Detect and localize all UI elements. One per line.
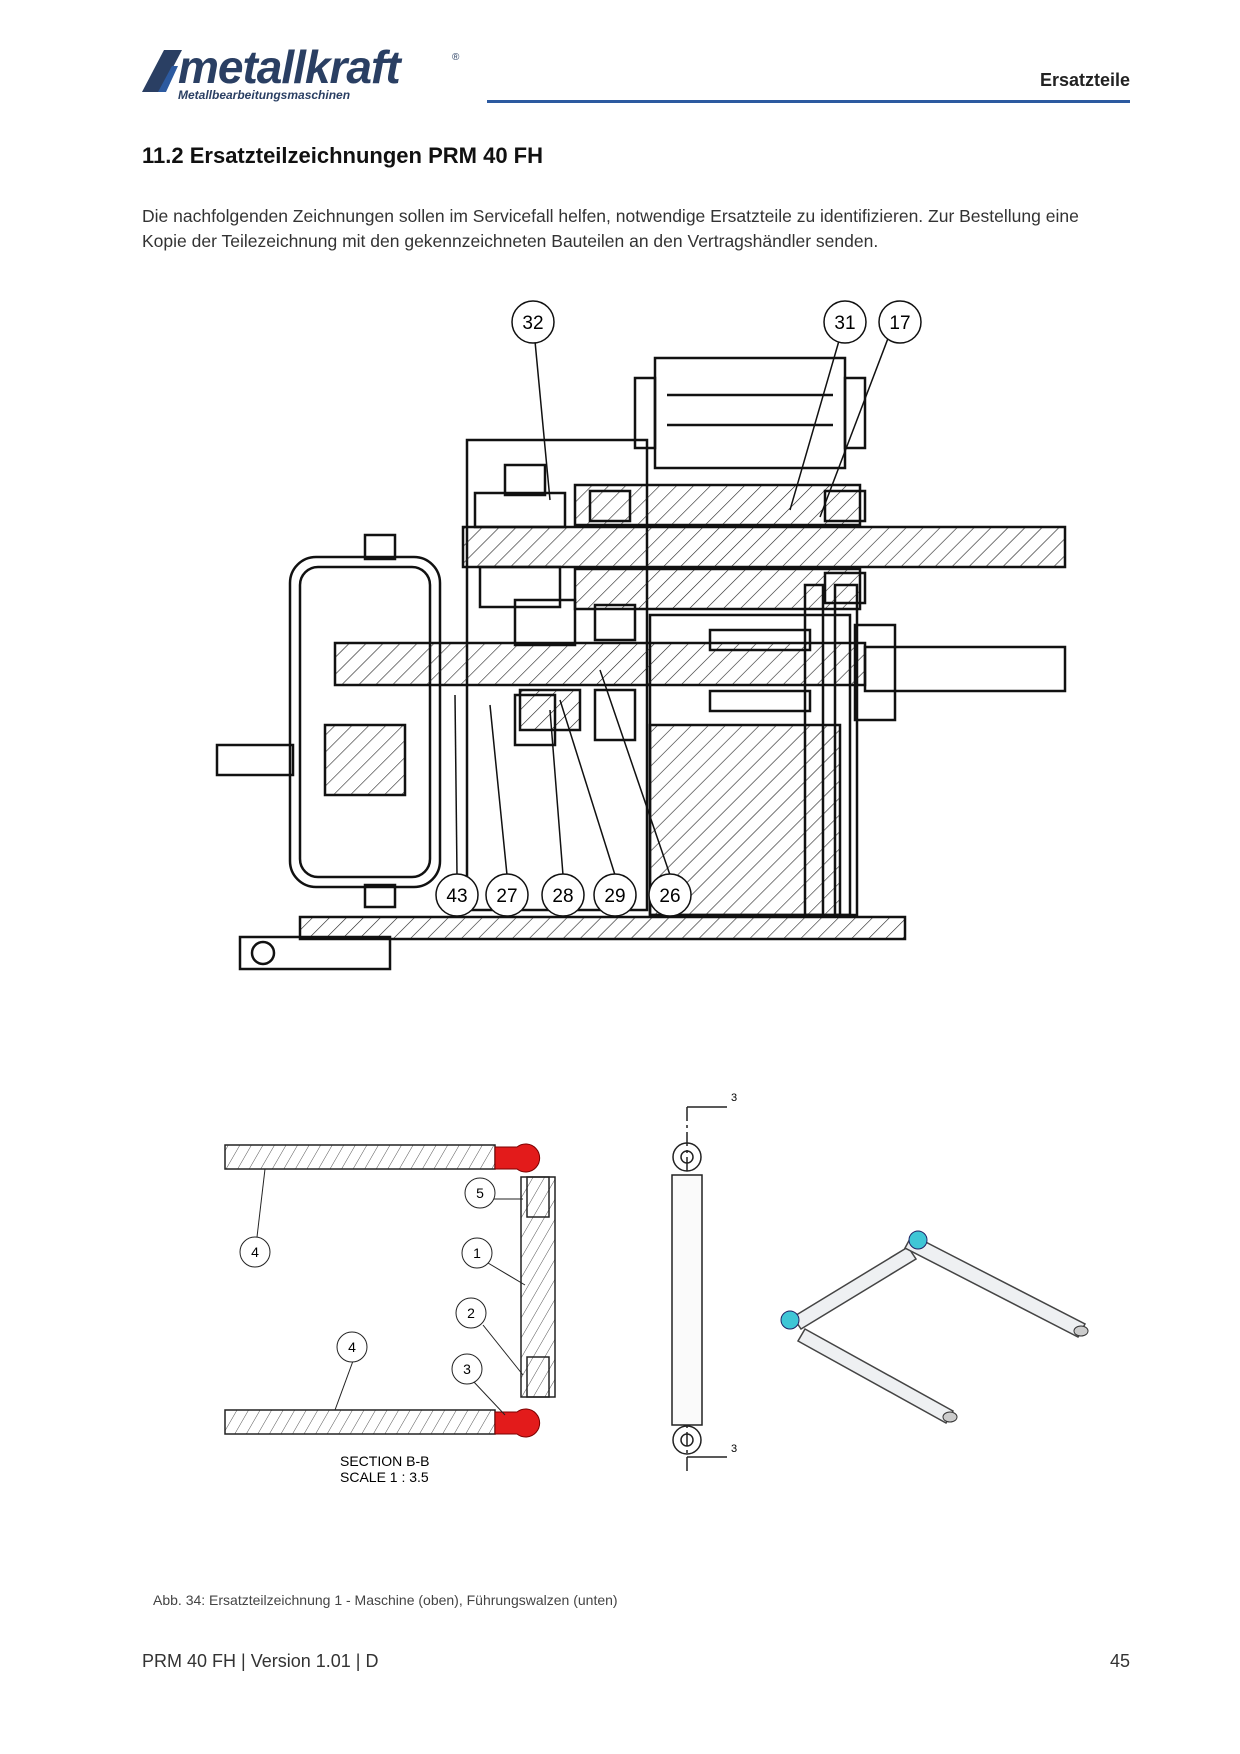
section-title: 11.2 Ersatzteilzeichnungen PRM 40 FH [142,143,544,168]
footer-page-number: 45 [1109,1651,1130,1671]
scale-label: SCALE 1 : 3.5 [340,1469,429,1485]
brand-name: metallkraft [178,41,401,93]
callout-31: 31 [823,300,867,344]
svg-text:4: 4 [251,1244,259,1260]
svg-text:27: 27 [496,886,517,907]
callout-43: 43 [435,873,479,917]
svg-text:43: 43 [446,886,467,907]
callout-26: 26 [648,873,692,917]
header-rule [487,100,1130,103]
brand-tagline: Metallbearbeitungsmaschinen [178,88,351,102]
svg-text:32: 32 [522,313,543,334]
roller-isometric-view [780,1230,1089,1425]
callout-29: 29 [593,873,637,917]
registered-mark: ® [452,52,460,63]
callout-17: 17 [878,300,922,344]
guide-roller-drawing: 4 5 1 2 4 3 SECTION B-B SCALE 1 : 3.5 [224,1092,1089,1485]
svg-text:2: 2 [467,1305,475,1321]
iso-joint-left [780,1310,800,1330]
brand-logo: metallkraft ® Metallbearbeitungsmaschine… [142,41,462,104]
roller-callout-5: 5 [464,1177,496,1209]
machine-parts-drawing: 32 31 17 43 27 28 29 26 [215,300,1067,971]
svg-text:17: 17 [889,313,910,334]
svg-text:3: 3 [463,1361,471,1377]
callout-32: 32 [511,300,555,344]
roller-callout-4-top: 4 [239,1236,271,1268]
intro-paragraph: Die nachfolgenden Zeichnungen sollen im … [142,206,1079,251]
header-section-label: Ersatzteile [1039,70,1130,90]
svg-text:26: 26 [659,886,680,907]
svg-text:29: 29 [604,886,625,907]
section-label: SECTION B-B [340,1453,429,1469]
callout-28: 28 [541,873,585,917]
roller-callout-3: 3 [451,1353,483,1385]
view-marker-bottom: 3 [731,1443,737,1455]
iso-joint-top [908,1230,928,1250]
svg-text:1: 1 [473,1245,481,1261]
roller-callout-4-bottom: 4 [336,1331,368,1363]
view-marker-top: 3 [731,1092,737,1104]
figure-caption: Abb. 34: Ersatzteilzeichnung 1 - Maschin… [153,1592,618,1608]
red-joint-bottom [494,1408,541,1438]
logo-mark-icon [142,50,182,92]
roller-callout-2: 2 [455,1297,487,1329]
callout-27: 27 [485,873,529,917]
svg-text:4: 4 [348,1339,356,1355]
svg-text:31: 31 [834,313,855,334]
svg-text:5: 5 [476,1185,484,1201]
svg-text:28: 28 [552,886,573,907]
footer-document-info: PRM 40 FH | Version 1.01 | D [142,1651,379,1671]
roller-callout-1: 1 [461,1237,493,1269]
red-joint-top [494,1143,541,1173]
